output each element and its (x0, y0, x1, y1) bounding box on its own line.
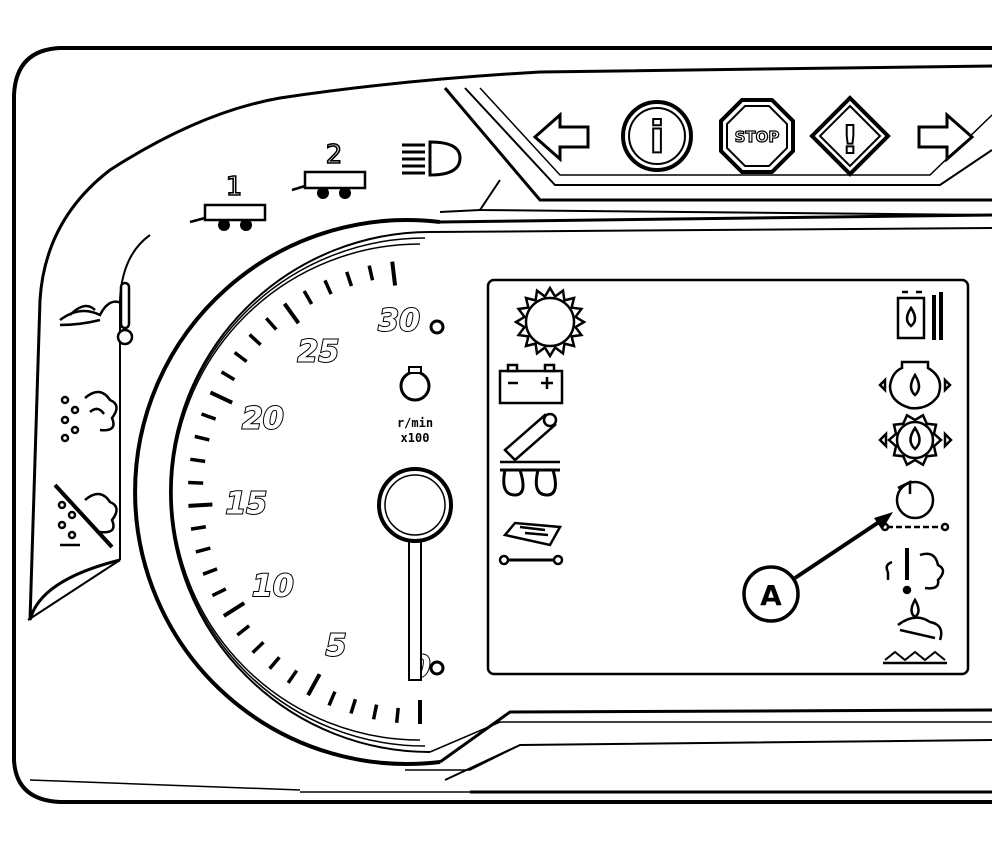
tach-tick (200, 412, 217, 421)
tach-tick (390, 261, 398, 286)
engine-air-filter-icon (880, 479, 950, 532)
tach-tick (190, 457, 206, 464)
svg-text:STOP: STOP (735, 128, 780, 146)
tach-tick (236, 624, 251, 637)
warning-diamond-icon: ! (809, 95, 891, 177)
hydraulic-oil-icon (883, 597, 947, 665)
tick-label-5: 5 (326, 628, 347, 663)
transmission-pressure-icon (60, 390, 118, 443)
tach-tick (220, 370, 236, 382)
headlight-icon (402, 140, 462, 177)
tach-tick (268, 656, 281, 670)
tach-tick (367, 265, 375, 281)
tick-label-10: 10 (252, 569, 294, 604)
tach-tick (190, 524, 207, 531)
stop-icon: STOP (719, 98, 795, 174)
tach-tick (251, 641, 265, 654)
rpm-unit-label: r/min (397, 416, 433, 430)
tachometer-labels: 0 5 10 15 20 25 30 (224, 302, 431, 686)
sun-work-light-icon (513, 285, 587, 359)
tach-tick (306, 673, 322, 697)
tachometer-ticks (188, 261, 422, 724)
callout-a: A (742, 512, 893, 623)
tach-tick (211, 587, 227, 598)
rpm-multiplier-label: x100 (401, 431, 430, 445)
tachometer-needle (377, 467, 453, 681)
coolant-temperature-icon (59, 281, 134, 346)
tach-tick (248, 333, 262, 347)
tach-tick (188, 502, 213, 508)
tachometer-bezel (133, 213, 992, 781)
tach-tick (327, 690, 337, 707)
trailer-1-icon: 1 (189, 171, 267, 231)
tach-tick (195, 546, 211, 554)
tick-label-20: 20 (242, 401, 284, 436)
svg-text:i: i (649, 112, 664, 163)
ambient-light-sensor-icon (429, 319, 445, 335)
tick-label-25: 25 (298, 335, 340, 370)
battery-icon (498, 363, 564, 405)
indicator-dot-icon (429, 660, 445, 676)
right-turn-arrow-icon (917, 111, 975, 163)
engine-speed-icon (399, 366, 431, 402)
tach-tick (394, 707, 400, 724)
fuel-water-separator-icon (896, 290, 943, 340)
glow-plug-icon (500, 468, 560, 497)
svg-text:A: A (760, 579, 782, 612)
tach-tick (302, 290, 314, 305)
parking-brake-icon (500, 412, 560, 464)
trailer-2-icon: 2 (291, 139, 367, 199)
tick-label-30: 30 (378, 303, 420, 338)
info-icon: i (621, 100, 693, 172)
tach-tick (188, 480, 204, 485)
tach-tick (222, 601, 246, 618)
transmission-warning-icon (885, 548, 945, 595)
top-warning-bezel (439, 87, 992, 216)
service-manual-icon (498, 521, 564, 566)
tach-tick (282, 302, 301, 325)
tach-tick (345, 271, 354, 287)
tach-tick (202, 567, 218, 576)
tach-tick (286, 669, 299, 684)
svg-text:2: 2 (326, 140, 343, 170)
engine-oil-pressure-icon (878, 360, 952, 410)
tick-label-15: 15 (225, 486, 267, 521)
svg-text:!: ! (841, 118, 858, 162)
tach-tick (233, 351, 248, 363)
tach-tick (323, 279, 333, 295)
tach-tick (371, 704, 379, 720)
tach-tick (349, 698, 358, 715)
svg-text:1: 1 (226, 172, 243, 202)
lcd-display (486, 278, 970, 676)
tach-tick (194, 434, 210, 442)
tach-tick (209, 390, 233, 405)
left-turn-arrow-icon (532, 111, 590, 163)
tach-tick (264, 317, 278, 331)
engine-oil-pump-icon (878, 413, 953, 467)
transmission-fault-icon (53, 483, 118, 549)
